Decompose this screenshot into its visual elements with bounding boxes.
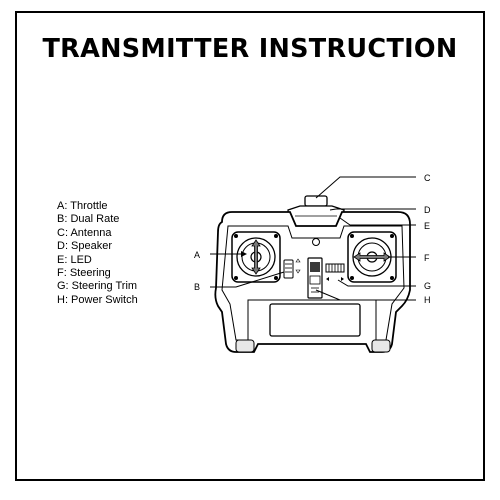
callout-line-g [337, 279, 416, 287]
callout-lines [210, 176, 416, 301]
callout-e: E [424, 221, 430, 231]
page-title: TRANSMITTER INSTRUCTION [42, 34, 458, 64]
callout-line-c [315, 176, 416, 199]
steering-wheel-stick [347, 231, 397, 283]
callout-line-h [315, 289, 416, 301]
callout-line-e [339, 217, 416, 226]
legend-item-power-switch: H: Power Switch [57, 293, 138, 306]
legend-item-speaker: D: Speaker [57, 240, 113, 253]
legend-item-led: E: LED [57, 253, 92, 266]
led-speaker-area [304, 225, 329, 246]
legend-item-dual-rate: B: Dual Rate [57, 213, 120, 226]
legend: A: Throttle B: Dual Rate C: Antenna D: S… [57, 200, 138, 307]
callout-d: D [424, 205, 431, 215]
legend-item-throttle: A: Throttle [57, 200, 108, 212]
callout-b: B [194, 282, 200, 292]
callout-a: A [194, 250, 200, 260]
callout-f: F [424, 253, 430, 263]
legend-item-steering: F: Steering [57, 267, 111, 280]
dual-rate-switch [283, 258, 301, 279]
page-border [15, 11, 485, 481]
callout-line-d [329, 208, 416, 211]
legend-item-steering-trim: G: Steering Trim [57, 280, 138, 293]
callout-line-b [210, 271, 285, 288]
callout-c: C [424, 173, 431, 183]
callout-g: G [424, 281, 431, 291]
legend-item-antenna: C: Antenna [57, 226, 112, 239]
callout-h: H [424, 295, 431, 305]
throttle-stick [231, 231, 281, 283]
steering-trim [325, 263, 345, 281]
power-switch [307, 257, 323, 299]
